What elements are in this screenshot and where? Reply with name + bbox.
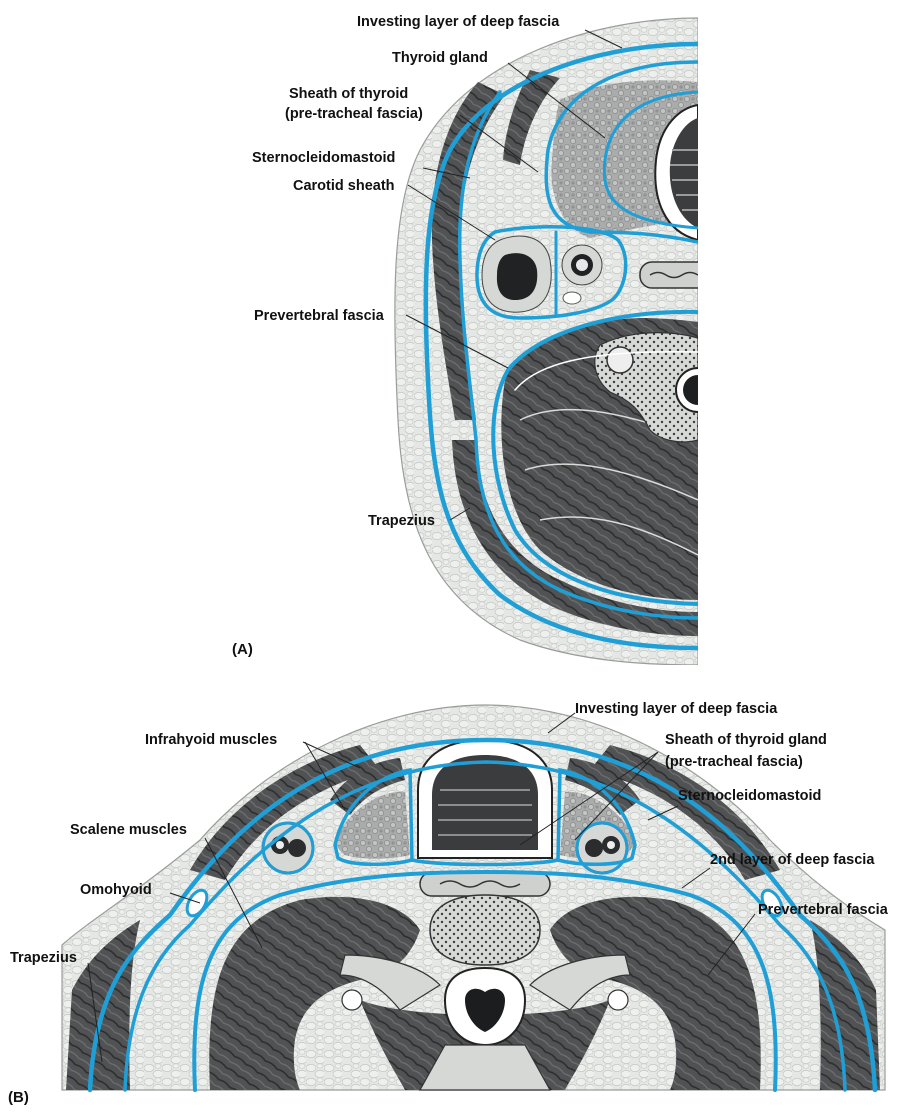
label-a-prevertebral-fascia: Prevertebral fascia [254, 308, 385, 324]
panel-b-label: (B) [8, 1089, 29, 1106]
label-a-thyroid-gland: Thyroid gland [392, 50, 488, 66]
panel-b-trachea [418, 740, 552, 858]
label-a-trapezius: Trapezius [368, 513, 435, 529]
panel-a-label: (A) [232, 641, 253, 658]
label-b-second-layer: 2nd layer of deep fascia [710, 852, 875, 868]
label-b-sheath-of-thyroid-line2: (pre-tracheal fascia) [665, 754, 803, 770]
label-a-sternocleidomastoid: Sternocleidomastoid [252, 150, 395, 166]
label-b-infrahyoid-muscles: Infrahyoid muscles [145, 732, 277, 748]
label-a-carotid-sheath: Carotid sheath [293, 178, 395, 194]
label-b-scalene-muscles: Scalene muscles [70, 822, 187, 838]
label-a-sheath-of-thyroid-line1: Sheath of thyroid [289, 86, 408, 102]
label-a-investing-layer: Investing layer of deep fascia [357, 14, 560, 30]
label-b-trapezius: Trapezius [10, 950, 77, 966]
label-b-omohyoid: Omohyoid [80, 882, 152, 898]
panel-a-illustration [395, 18, 720, 665]
label-b-sternocleidomastoid: Sternocleidomastoid [678, 788, 821, 804]
label-a-sheath-of-thyroid-line2: (pre-tracheal fascia) [285, 106, 423, 122]
label-b-prevertebral-fascia: Prevertebral fascia [758, 902, 889, 918]
label-b-sheath-of-thyroid-line1: Sheath of thyroid gland [665, 732, 827, 748]
label-b-investing-layer: Investing layer of deep fascia [575, 701, 778, 717]
